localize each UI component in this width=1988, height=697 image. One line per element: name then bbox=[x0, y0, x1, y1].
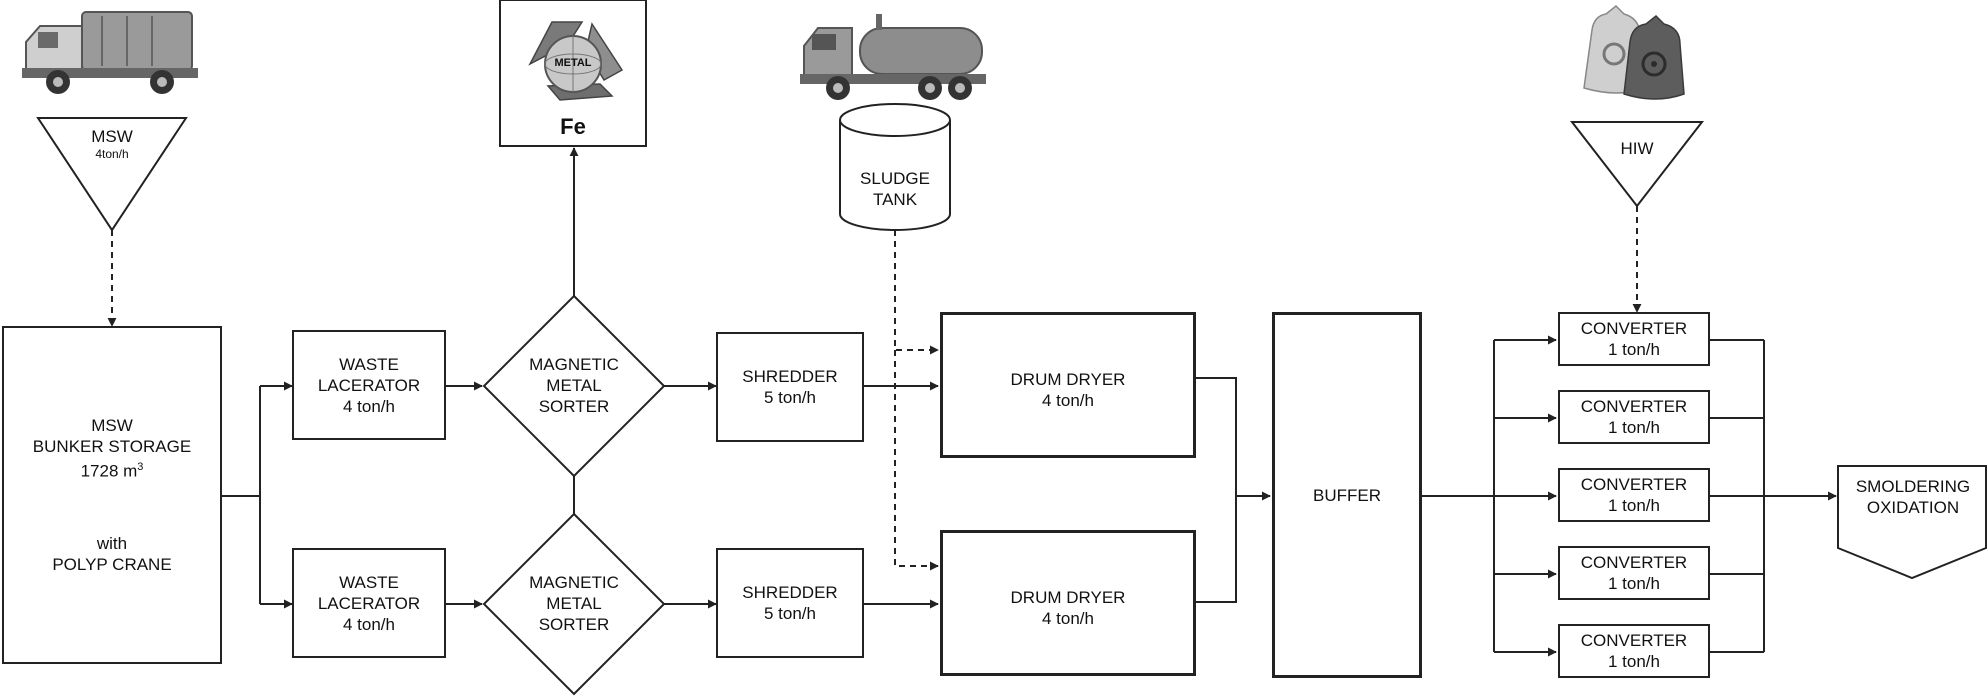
metal-icon-text: METAL bbox=[543, 56, 603, 70]
fe-text: Fe bbox=[523, 114, 623, 140]
bunker-line4: with bbox=[97, 533, 127, 554]
bunker-line1: MSW bbox=[91, 415, 133, 436]
waste-lacerator-box-2: WASTE LACERATOR 4 ton/h bbox=[292, 548, 446, 658]
converter-box-4: CONVERTER 1 ton/h bbox=[1558, 546, 1710, 600]
waste-lacerator-box-1: WASTE LACERATOR 4 ton/h bbox=[292, 330, 446, 440]
sludge-tank-cylinder bbox=[840, 104, 950, 230]
magnetic-sorter-label-1: MAGNETIC METAL SORTER bbox=[514, 354, 634, 417]
smoldering-oxidation-label: SMOLDERING OXIDATION bbox=[1840, 476, 1986, 518]
sludge-tank-line1: SLUDGE bbox=[845, 168, 945, 189]
hiw-source-triangle bbox=[1572, 122, 1702, 206]
bunker-line2: BUNKER STORAGE bbox=[33, 436, 191, 457]
hiw-source-name: HIW bbox=[1587, 138, 1687, 159]
msw-source-label: MSW 4ton/h bbox=[62, 126, 162, 161]
hiw-source-label: HIW bbox=[1587, 138, 1687, 159]
msw-source-name: MSW bbox=[62, 126, 162, 147]
converter-box-2: CONVERTER 1 ton/h bbox=[1558, 390, 1710, 444]
bunker-storage-box: MSW BUNKER STORAGE 1728 m3 with POLYP CR… bbox=[2, 326, 222, 664]
converter-box-3: CONVERTER 1 ton/h bbox=[1558, 468, 1710, 522]
biohazard-bags-icon bbox=[1584, 6, 1684, 99]
shredder-box-1: SHREDDER 5 ton/h bbox=[716, 332, 864, 442]
bunker-line5: POLYP CRANE bbox=[52, 554, 171, 575]
fe-label: Fe bbox=[523, 114, 623, 140]
converter-box-1: CONVERTER 1 ton/h bbox=[1558, 312, 1710, 366]
sludge-tank-line2: TANK bbox=[845, 189, 945, 210]
metal-icon-label: METAL bbox=[543, 56, 603, 70]
garbage-truck-icon bbox=[22, 12, 198, 94]
buffer-box: BUFFER bbox=[1272, 312, 1422, 678]
shredder-box-2: SHREDDER 5 ton/h bbox=[716, 548, 864, 658]
magnetic-sorter-label-2: MAGNETIC METAL SORTER bbox=[514, 572, 634, 635]
tanker-truck-icon bbox=[800, 14, 986, 100]
bunker-volume: 1728 m3 bbox=[81, 457, 144, 482]
sludge-tank-label: SLUDGE TANK bbox=[845, 168, 945, 210]
msw-source-rate: 4ton/h bbox=[62, 147, 162, 161]
converter-box-5: CONVERTER 1 ton/h bbox=[1558, 624, 1710, 678]
drum-dryer-box-1: DRUM DRYER 4 ton/h bbox=[940, 312, 1196, 458]
drum-dryer-box-2: DRUM DRYER 4 ton/h bbox=[940, 530, 1196, 676]
